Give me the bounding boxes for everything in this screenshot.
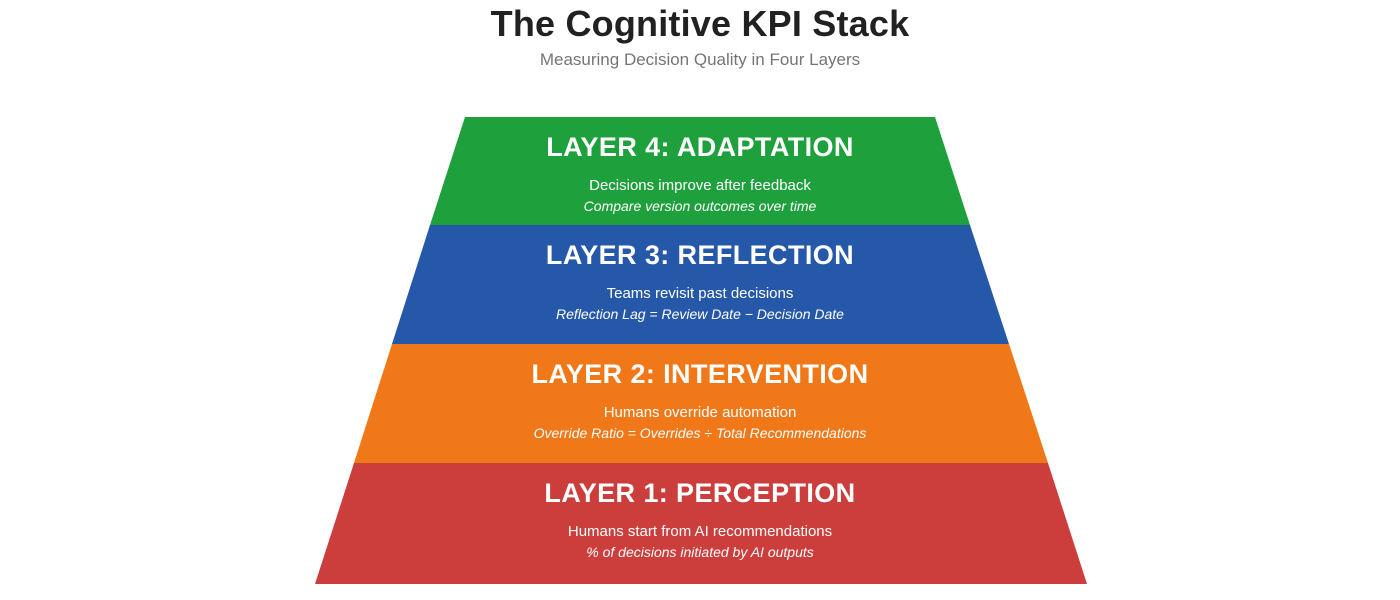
layer-1-shape <box>315 463 1087 584</box>
page-title: The Cognitive KPI Stack <box>490 3 910 44</box>
diagram-header: The Cognitive KPI Stack Measuring Decisi… <box>0 2 1400 72</box>
page-subtitle: Measuring Decision Quality in Four Layer… <box>539 50 861 69</box>
layer-4-shape <box>430 117 970 225</box>
layer-2-shape <box>354 344 1048 463</box>
layer-3-shape <box>392 225 1009 344</box>
